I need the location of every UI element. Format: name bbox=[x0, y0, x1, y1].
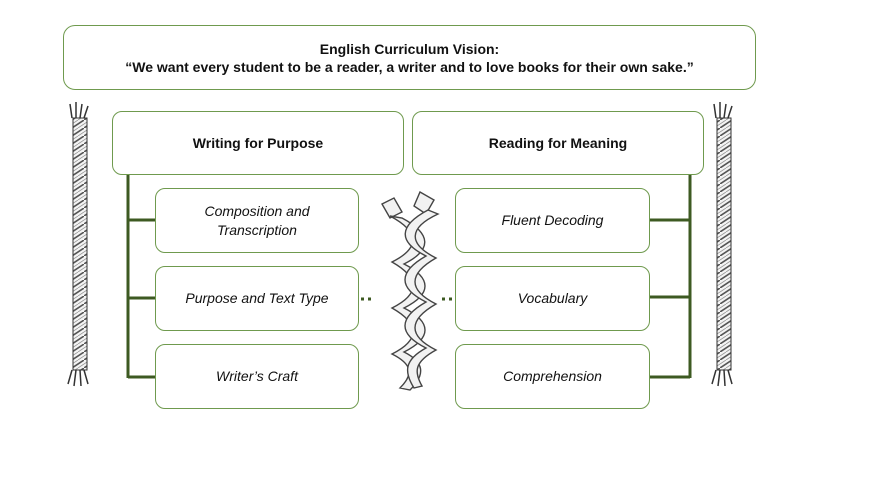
writing-heading-label: Writing for Purpose bbox=[192, 135, 324, 151]
reading-heading-label: Reading for Meaning bbox=[488, 135, 628, 151]
vision-banner: English Curriculum Vision: “We want ever… bbox=[63, 25, 756, 90]
reading-for-meaning-heading: Reading for Meaning bbox=[412, 111, 704, 175]
braided-rope-icon bbox=[381, 191, 440, 391]
vision-quote: “We want every student to be a reader, a… bbox=[125, 58, 694, 75]
rope-right-icon bbox=[711, 102, 733, 387]
vision-title: English Curriculum Vision: bbox=[319, 40, 500, 57]
reading-item-label: Vocabulary bbox=[517, 290, 588, 306]
writing-item-label: Purpose and Text Type bbox=[185, 290, 329, 306]
rope-left-icon bbox=[67, 102, 89, 387]
reading-item-label: Comprehension bbox=[503, 368, 602, 384]
writing-item-label: Composition and Transcription bbox=[204, 202, 310, 238]
comprehension-box: Comprehension bbox=[455, 344, 650, 409]
vocabulary-box: Vocabulary bbox=[455, 266, 650, 331]
purpose-text-type-box: Purpose and Text Type bbox=[155, 266, 359, 331]
writers-craft-box: Writer’s Craft bbox=[155, 344, 359, 409]
composition-transcription-box: Composition and Transcription bbox=[155, 188, 359, 253]
reading-item-label: Fluent Decoding bbox=[501, 212, 604, 228]
writing-item-label: Writer’s Craft bbox=[216, 368, 298, 384]
fluent-decoding-box: Fluent Decoding bbox=[455, 188, 650, 253]
writing-for-purpose-heading: Writing for Purpose bbox=[112, 111, 404, 175]
